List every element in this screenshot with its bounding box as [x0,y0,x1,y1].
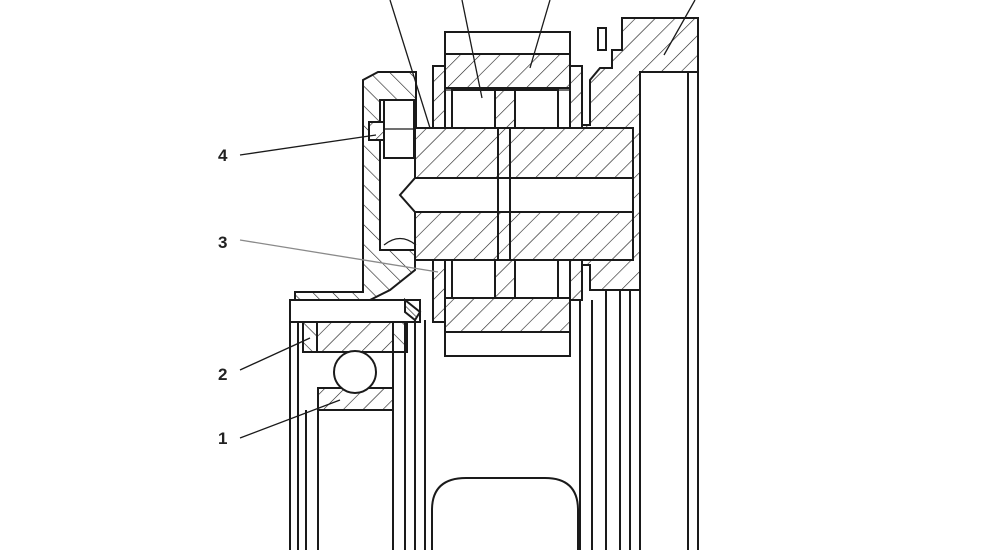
callout-label-4: 4 [218,146,228,165]
wheel-hub [289,290,607,550]
callout-1: 1 [218,399,341,448]
ball-bearing [289,299,421,411]
callout-leader-3 [239,239,439,273]
housing-flange [574,17,699,550]
roller-bearing-top [432,31,583,129]
callout-3: 3 [218,233,439,273]
callout-2: 2 [218,337,311,384]
callout-leader-2 [239,337,311,371]
end-cover [294,71,417,301]
top-leader-lines [389,0,696,129]
callout-leader-4 [239,134,377,156]
callout-leader-1 [239,399,341,439]
callout-4: 4 [218,134,377,165]
callout-label-1: 1 [218,429,227,448]
callout-label-2: 2 [218,365,227,384]
roller-bearing-bottom [432,259,583,357]
retaining-ring [368,121,385,141]
axle-shaft [398,127,634,261]
callout-label-3: 3 [218,233,227,252]
